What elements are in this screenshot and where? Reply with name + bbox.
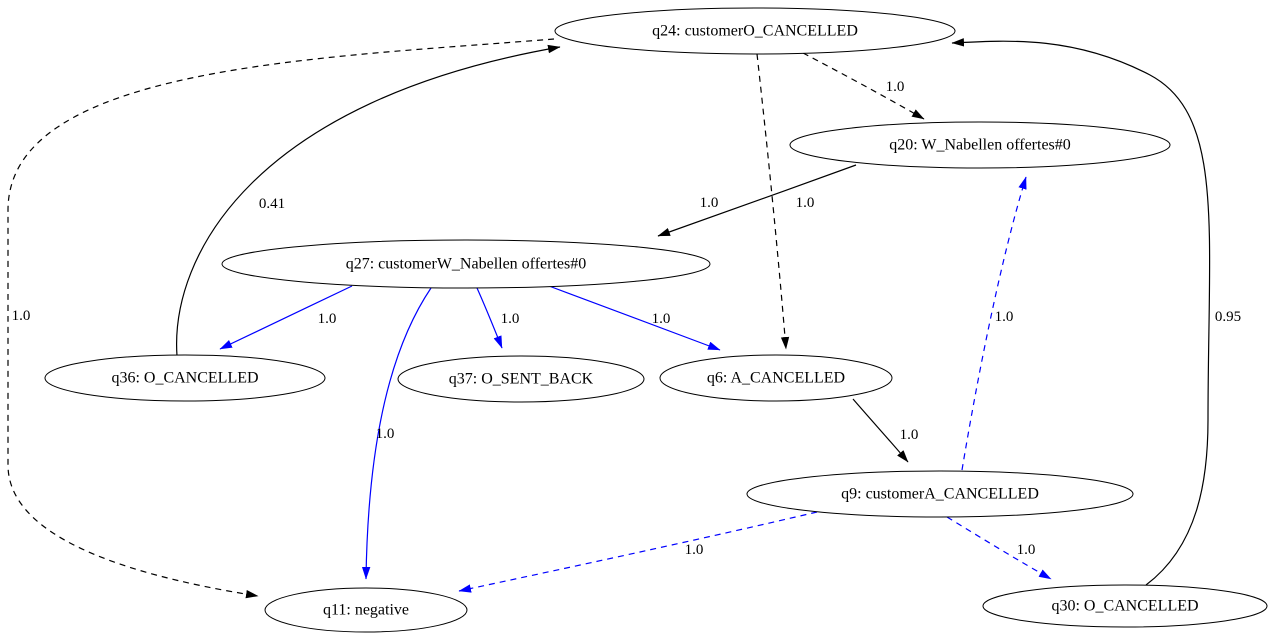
edge-label-q36-to-q24: 0.41 (259, 196, 285, 212)
edge-label-q9-to-q11: 1.0 (685, 542, 704, 558)
edge-q20-to-q27 (657, 164, 857, 237)
node-q9 (746, 470, 1134, 518)
node-label-q30: q30: O_CANCELLED (1051, 598, 1198, 615)
node-label-q36: q36: O_CANCELLED (111, 370, 258, 387)
node-q24 (554, 7, 956, 55)
edge-label-q27-to-q6: 1.0 (652, 311, 671, 327)
node-q20 (789, 121, 1171, 169)
node-q6 (659, 354, 893, 402)
edge-label-q24-to-q11: 1.0 (12, 308, 31, 324)
edge-q9-to-q30 (946, 516, 1052, 580)
edge-q30-to-q24 (951, 38, 1211, 586)
node-q11 (264, 587, 468, 633)
node-q36 (44, 354, 326, 402)
edge-label-q27-to-q11: 1.0 (376, 426, 395, 442)
edge-label-q27-to-q37: 1.0 (501, 311, 520, 327)
node-q27 (221, 239, 711, 289)
edge-q9-to-q20 (961, 176, 1027, 471)
edge-q9-to-q11 (458, 511, 818, 593)
node-label-q24: q24: customerO_CANCELLED (652, 23, 858, 40)
node-label-q20: q20: W_Nabellen offertes#0 (889, 137, 1071, 154)
node-q30 (982, 584, 1268, 628)
edge-label-q6-to-q9: 1.0 (900, 427, 919, 443)
edge-label-q24-to-q20: 1.0 (886, 79, 905, 95)
edge-q24-to-q11 (7, 38, 555, 599)
node-label-q11: q11: negative (323, 602, 409, 619)
edge-label-q24-to-q6: 1.0 (796, 195, 815, 211)
edge-q36-to-q24 (176, 44, 561, 357)
node-label-q37: q37: O_SENT_BACK (449, 371, 594, 388)
edge-q24-to-q6 (756, 53, 790, 350)
edge-label-q20-to-q27: 1.0 (700, 195, 719, 211)
node-label-q6: q6: A_CANCELLED (707, 370, 845, 387)
node-label-q27: q27: customerW_Nabellen offertes#0 (346, 256, 587, 273)
edge-label-q27-to-q36: 1.0 (318, 311, 337, 327)
edges-layer: 0.41 1.0 1.0 1.0 1.0 1.0 1.0 1.0 1.0 1.0 1.0 1.0 1.0… (7, 38, 1241, 599)
edge-q6-to-q9 (852, 398, 909, 463)
edge-q27-to-q36 (219, 285, 353, 350)
edge-label-q30-to-q24: 0.95 (1215, 309, 1241, 325)
edge-label-q9-to-q20: 1.0 (995, 309, 1014, 325)
edge-q27-to-q11 (361, 287, 432, 580)
edge-q27-to-q6 (548, 285, 721, 351)
edge-q24-to-q20 (802, 52, 925, 120)
edge-q27-to-q37 (476, 287, 503, 349)
node-label-q9: q9: customerA_CANCELLED (841, 486, 1039, 503)
edge-label-q9-to-q30: 1.0 (1017, 542, 1036, 558)
nodes-layer: q24: customerO_CANCELLED q20: W_Nabellen … (44, 7, 1268, 633)
node-q37 (397, 355, 645, 403)
